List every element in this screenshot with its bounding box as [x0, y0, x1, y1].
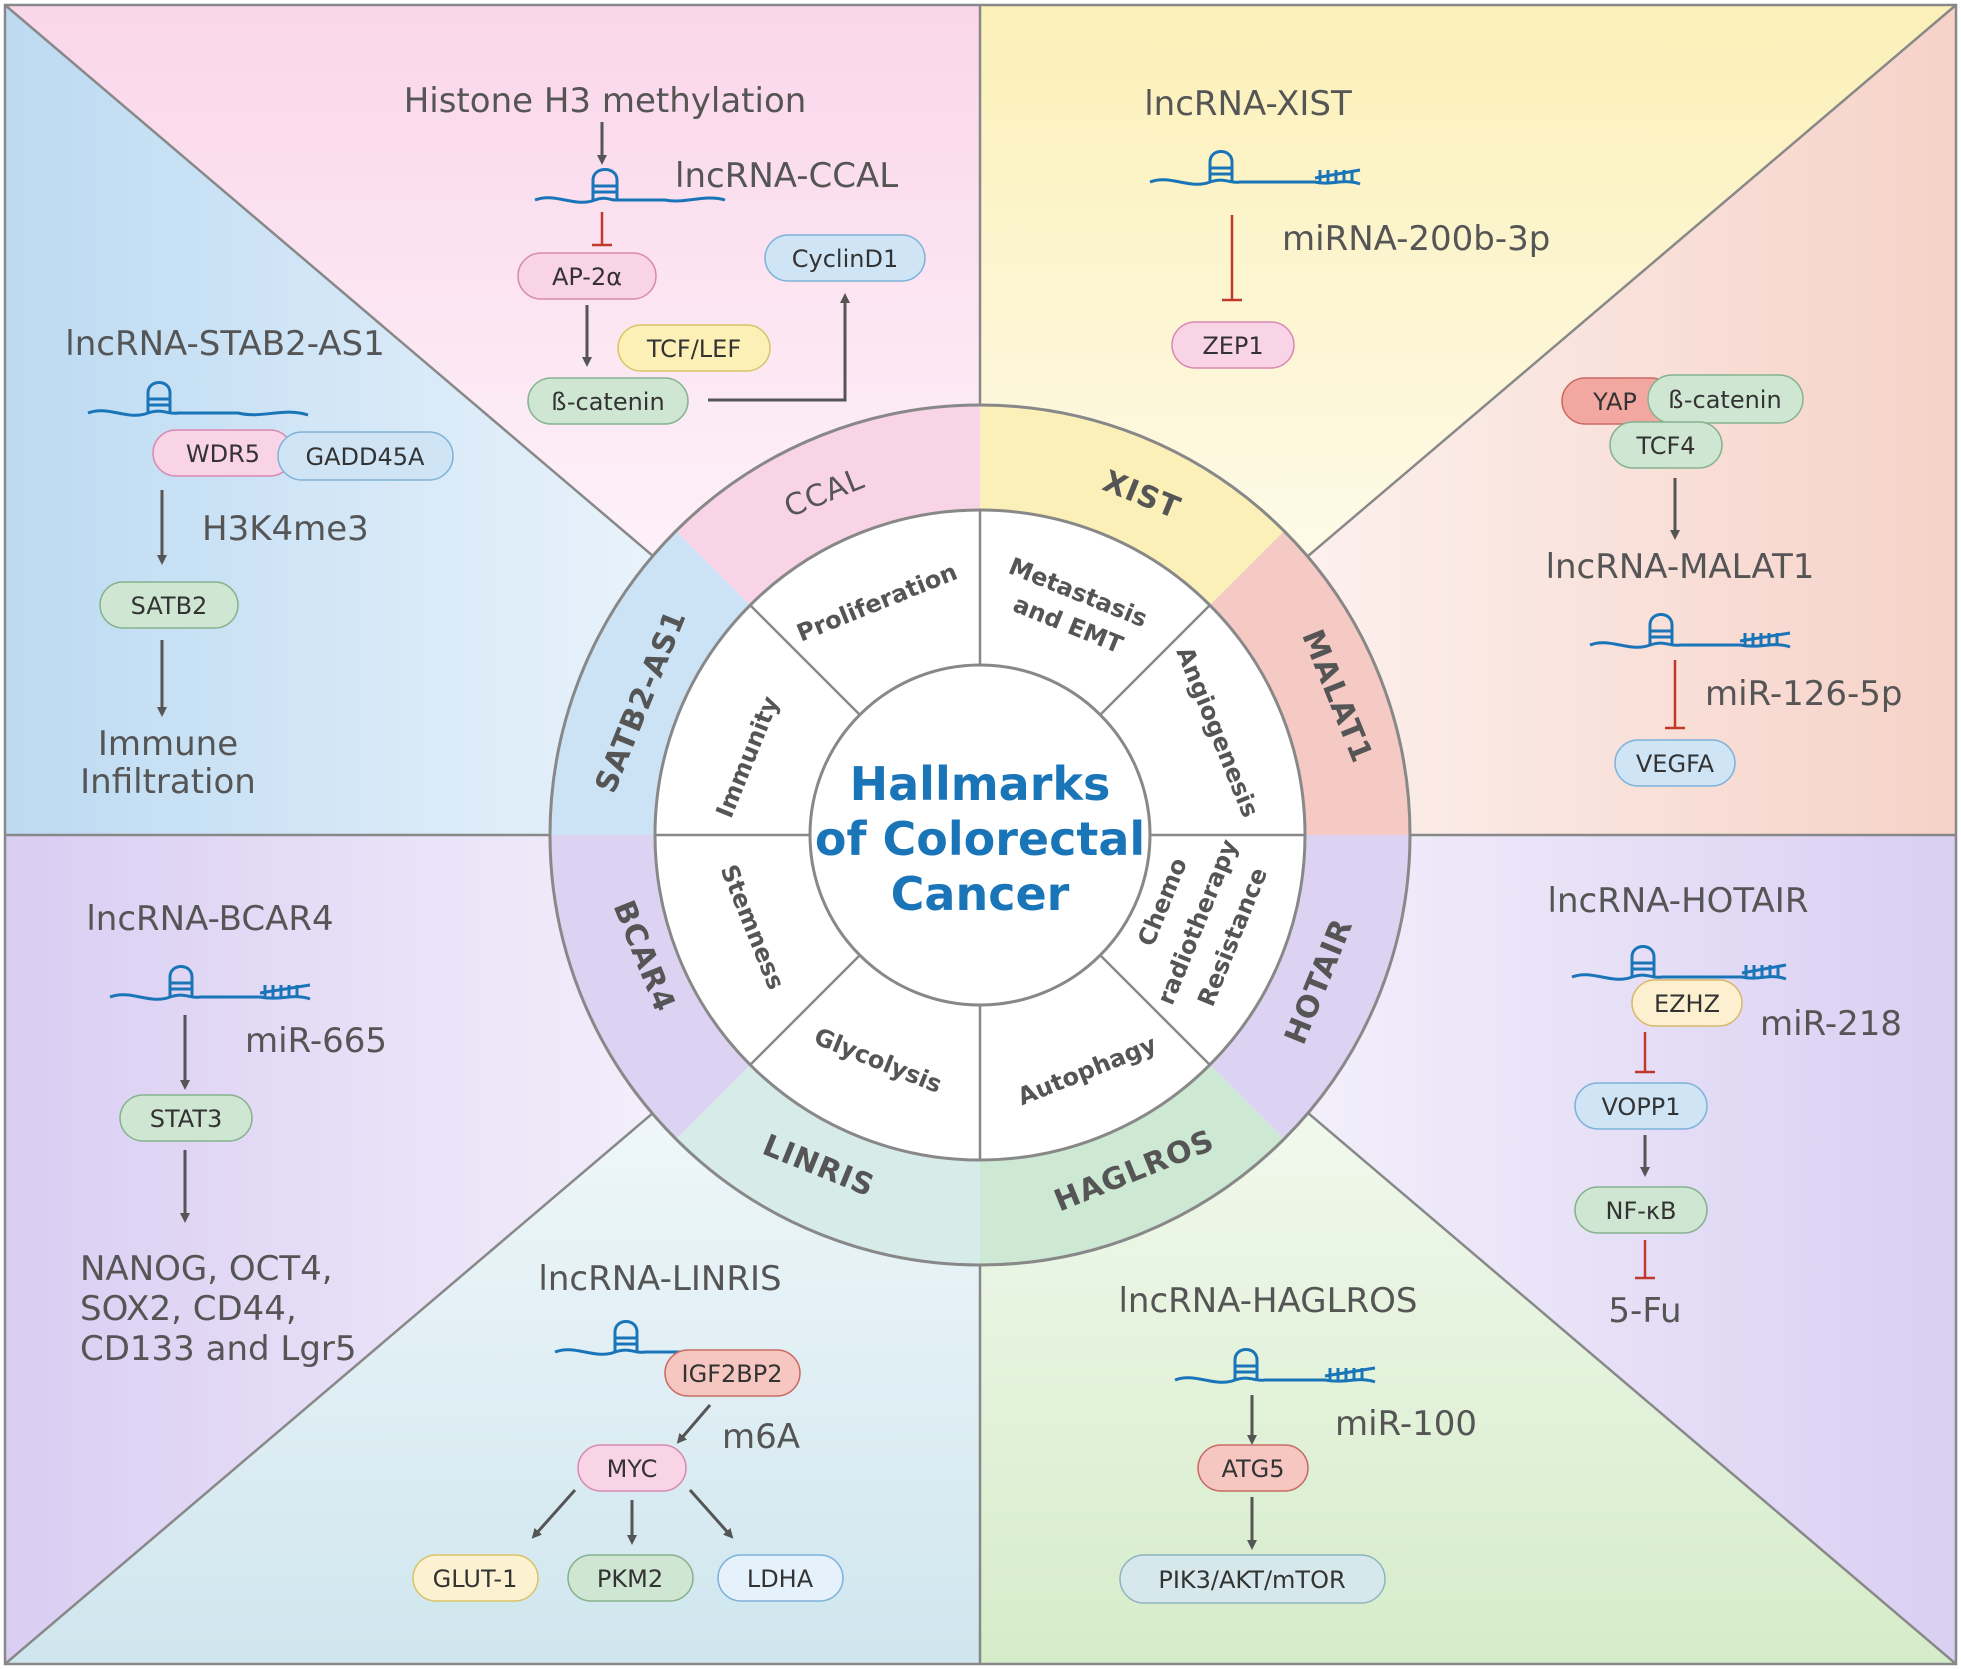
ccal-tcflef-pill — [617, 324, 771, 372]
bcar4-out-line2: SOX2, CD44, — [80, 1289, 297, 1329]
panel-hotair: lncRNA-HOTAIR EZHZ miR-218 VOPP1 NF-κB 5… — [1548, 881, 1902, 1331]
satb2-rna-icon — [87, 381, 309, 417]
bcar4-stat3-label: STAT3 — [150, 1105, 223, 1133]
hotair-title: lncRNA-HOTAIR — [1548, 881, 1809, 921]
xist-title: lncRNA-XIST — [1144, 84, 1352, 124]
malat1-bcatenin-label: ß-catenin — [1668, 386, 1781, 414]
linris-pkm2-label: PKM2 — [597, 1565, 663, 1593]
center-title-line3: Cancer — [891, 867, 1070, 921]
malat1-mirna-label: miR-126-5p — [1705, 674, 1902, 714]
ring-segment-linris — [675, 1064, 980, 1265]
satb2-satb2-pill — [99, 581, 239, 629]
hotair-vopp1-pill — [1574, 1082, 1708, 1130]
center-title-line1: Hallmarks — [850, 757, 1111, 811]
ccal-cyclind1-label: CyclinD1 — [792, 245, 898, 273]
haglros-mirna-label: miR-100 — [1335, 1404, 1477, 1444]
ccal-title: lncRNA-CCAL — [675, 156, 898, 196]
malat1-yap-label: YAP — [1592, 388, 1637, 416]
haglros-atg5-pill — [1197, 1444, 1309, 1492]
linris-ldha-label: LDHA — [747, 1565, 814, 1593]
hotair-mirna-label: miR-218 — [1760, 1004, 1902, 1044]
haglros-pik3-pill — [1119, 1554, 1386, 1604]
ccal-bcatenin-label: ß-catenin — [551, 388, 664, 416]
ring-segment-ccal — [675, 405, 980, 606]
satb2-title: lncRNA-STAB2-AS1 — [65, 324, 384, 364]
linris-myc-label: MYC — [607, 1455, 658, 1483]
center-circle — [808, 663, 1152, 1007]
hotair-nfkb-pill — [1574, 1186, 1708, 1234]
ring-segment-satb2 — [550, 530, 751, 835]
ring-segment-haglros — [980, 1064, 1285, 1265]
ring-segment-xist — [980, 405, 1285, 606]
linris-igf2bp2-pill — [664, 1349, 801, 1397]
satb2-out-line2: Infiltration — [80, 762, 256, 802]
haglros-atg5-label: ATG5 — [1221, 1455, 1284, 1483]
malat1-rna-icon — [1589, 613, 1791, 649]
ring-segment-bcar4 — [550, 835, 751, 1140]
haglros-title: lncRNA-HAGLROS — [1118, 1281, 1417, 1321]
xist-rna-icon — [1149, 150, 1361, 186]
malat1-tcf4-label: TCF4 — [1635, 432, 1695, 460]
satb2-gadd45a-pill — [277, 431, 454, 481]
outer-ring-border — [548, 403, 1412, 1267]
bcar4-out-line3: CD133 and Lgr5 — [80, 1329, 357, 1369]
hotair-5fu-label: 5-Fu — [1608, 1291, 1681, 1331]
bcar4-mirna-label: miR-665 — [245, 1021, 387, 1061]
malat1-tcf4-pill — [1609, 421, 1723, 469]
ring-segments — [550, 405, 1410, 1265]
satb2-out-line1: Immune — [98, 724, 238, 764]
hotair-vopp1-label: VOPP1 — [1601, 1093, 1680, 1121]
linris-glut1-label: GLUT-1 — [433, 1565, 518, 1593]
ring-segment-malat1 — [1209, 530, 1410, 835]
ccal-histone-label: Histone H3 methylation — [404, 81, 807, 121]
xist-zep1-label: ZEP1 — [1202, 332, 1263, 360]
bcar4-rna-icon — [109, 965, 311, 1001]
panel-satb2: lncRNA-STAB2-AS1 WDR5 GADD45A H3K4me3 SA… — [65, 324, 454, 802]
ring-segment-hotair — [1209, 835, 1410, 1140]
linris-title: lncRNA-LINRIS — [538, 1259, 781, 1299]
ccal-bcatenin-pill — [527, 377, 689, 425]
bcar4-stat3-pill — [119, 1094, 253, 1142]
bcar4-out-line1: NANOG, OCT4, — [80, 1249, 333, 1289]
satb2-wdr5-label: WDR5 — [186, 440, 260, 468]
ccal-ap2a-pill — [517, 252, 657, 300]
center-title-line2: of Colorectal — [815, 812, 1145, 866]
haglros-pik3-label: PIK3/AKT/mTOR — [1158, 1566, 1345, 1594]
malat1-title: lncRNA-MALAT1 — [1546, 547, 1815, 587]
satb2-gadd45a-label: GADD45A — [306, 443, 426, 471]
malat1-bcatenin-pill — [1647, 374, 1804, 424]
hotair-rna-icon — [1571, 945, 1787, 981]
satb2-satb2-label: SATB2 — [131, 592, 208, 620]
haglros-rna-icon — [1174, 1348, 1376, 1384]
malat1-vegfa-pill — [1614, 739, 1736, 787]
hotair-ezhz-label: EZHZ — [1654, 990, 1720, 1018]
ccal-ap2a-label: AP-2α — [552, 263, 622, 291]
panel-xist: lncRNA-XIST miRNA-200b-3p ZEP1 — [1144, 84, 1550, 369]
hotair-nfkb-label: NF-κB — [1605, 1197, 1676, 1225]
panel-haglros: lncRNA-HAGLROS miR-100 ATG5 PIK3/AKT/mTO… — [1118, 1281, 1477, 1604]
hotair-ezhz-pill — [1631, 979, 1743, 1027]
panel-ccal: Histone H3 methylation lncRNA-CCAL AP-2α… — [404, 81, 926, 425]
xist-mirna-label: miRNA-200b-3p — [1282, 219, 1550, 259]
linris-glut1-pill — [412, 1554, 539, 1602]
malat1-vegfa-label: VEGFA — [1636, 750, 1715, 778]
linris-igf2bp2-label: IGF2BP2 — [682, 1360, 783, 1388]
bcar4-title: lncRNA-BCAR4 — [86, 899, 333, 939]
panel-bcar4: lncRNA-BCAR4 miR-665 STAT3 NANOG, OCT4, … — [80, 899, 387, 1369]
linris-ldha-pill — [717, 1554, 844, 1602]
linris-m6a-label: m6A — [722, 1417, 800, 1457]
ccal-cyclind1-pill — [764, 234, 926, 282]
satb2-h3k4-label: H3K4me3 — [202, 509, 369, 549]
linris-myc-pill — [577, 1444, 687, 1492]
ccal-rna-icon — [534, 168, 726, 204]
panel-linris: lncRNA-LINRIS IGF2BP2 m6A MYC GLUT-1 PKM… — [412, 1259, 844, 1602]
xist-zep1-pill — [1171, 321, 1295, 369]
linris-pkm2-pill — [567, 1554, 694, 1602]
ccal-tcflef-label: TCF/LEF — [646, 335, 741, 363]
panel-malat1: YAP ß-catenin TCF4 lncRNA-MALAT1 miR-126… — [1546, 374, 1902, 787]
